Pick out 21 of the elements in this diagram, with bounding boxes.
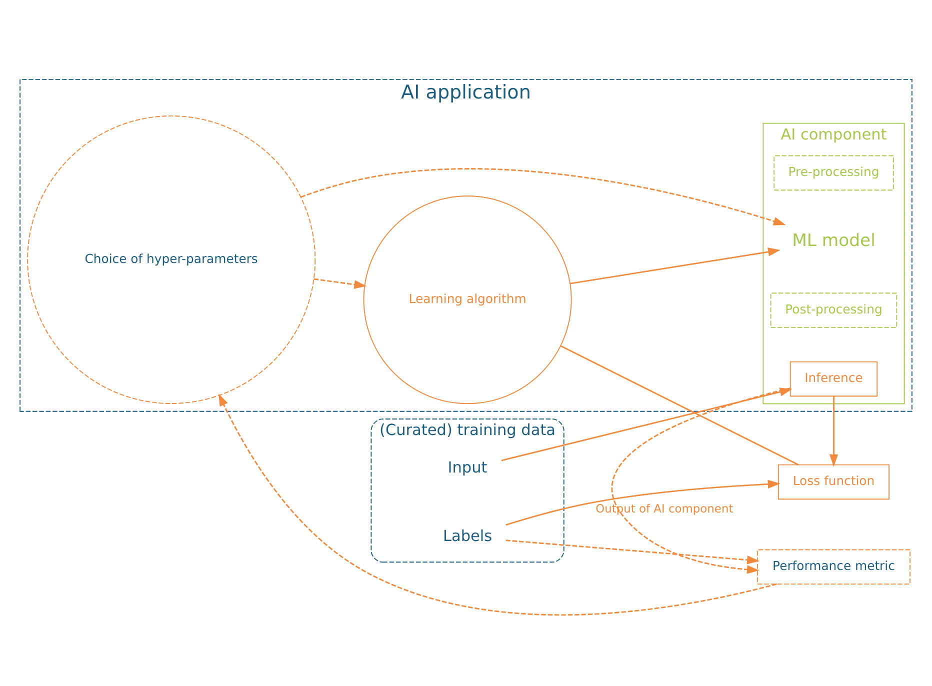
arrow bbox=[506, 539, 760, 564]
node-circle: Learning algorithm bbox=[363, 195, 572, 404]
node-text: ML model bbox=[792, 230, 876, 250]
node-box: Post-processing bbox=[770, 292, 898, 328]
connector bbox=[560, 344, 799, 465]
edge-label: Output of AI component bbox=[596, 501, 734, 516]
node-circle: Choice of hyper-parameters bbox=[27, 114, 316, 404]
arrow bbox=[218, 393, 777, 615]
arrow bbox=[612, 387, 790, 574]
node-box: Loss function bbox=[778, 464, 890, 500]
node-box: Pre-processing bbox=[774, 154, 894, 190]
arrow bbox=[300, 168, 786, 225]
node-box: Performance metric bbox=[756, 548, 911, 584]
arrow bbox=[501, 387, 792, 461]
node-text: Input bbox=[448, 458, 488, 476]
arrow bbox=[570, 247, 781, 284]
node-text: Labels bbox=[442, 526, 492, 544]
arrow bbox=[506, 479, 780, 526]
node-box: Inference bbox=[790, 360, 878, 396]
arrow bbox=[314, 278, 367, 288]
arrow bbox=[829, 396, 838, 466]
